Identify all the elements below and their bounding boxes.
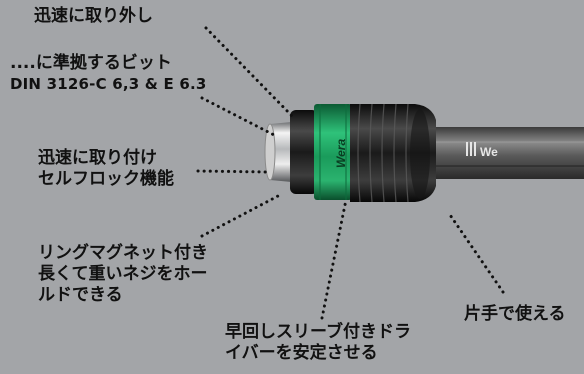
label-bit-standard-line1: ....に準拠するビット bbox=[10, 53, 172, 73]
label-sleeve-line1: 早回しスリーブ付きドラ bbox=[225, 322, 411, 342]
leader-quick-release bbox=[204, 26, 296, 120]
label-magnet-line2: 長くて重いネジをホー bbox=[38, 264, 208, 284]
leader-sleeve bbox=[320, 198, 348, 320]
label-bit-standard-line2: DIN 3126-C 6,3 & E 6.3 bbox=[10, 75, 207, 93]
leader-bit-standard bbox=[200, 96, 278, 138]
quick-release-collar bbox=[290, 110, 318, 194]
label-one-hand: 片手で使える bbox=[464, 304, 566, 325]
chrome-tip bbox=[264, 122, 292, 182]
label-quick-attach-line1: 迅速に取り付け bbox=[38, 148, 157, 168]
label-quick-attach-line2: セルフロック機能 bbox=[38, 169, 174, 189]
shaft-brand-marks bbox=[466, 142, 476, 156]
hex-shaft: We bbox=[430, 127, 584, 179]
label-magnet: リングマグネット付き 長くて重いネジをホー ルドできる bbox=[38, 243, 208, 306]
label-quick-release: 迅速に取り外し bbox=[34, 6, 153, 27]
label-one-hand-text: 片手で使える bbox=[464, 304, 566, 324]
leader-one-hand bbox=[446, 210, 505, 294]
label-magnet-line1: リングマグネット付き bbox=[38, 243, 208, 263]
label-bit-standard: ....に準拠するビット DIN 3126-C 6,3 & E 6.3 bbox=[10, 53, 207, 95]
green-ring: Wera bbox=[314, 104, 352, 200]
label-quick-attach: 迅速に取り付け セルフロック機能 bbox=[38, 148, 174, 190]
ring-brand-text: Wera bbox=[334, 139, 348, 168]
grip-body bbox=[350, 103, 436, 203]
label-quick-release-text: 迅速に取り外し bbox=[34, 6, 153, 26]
shaft-brand-text: We bbox=[480, 145, 498, 159]
leader-magnet bbox=[200, 194, 280, 238]
label-magnet-line3: ルドできる bbox=[38, 285, 123, 305]
leader-quick-attach bbox=[196, 169, 270, 174]
label-sleeve-line2: イバーを安定させる bbox=[225, 343, 378, 363]
label-sleeve: 早回しスリーブ付きドラ イバーを安定させる bbox=[225, 322, 411, 364]
